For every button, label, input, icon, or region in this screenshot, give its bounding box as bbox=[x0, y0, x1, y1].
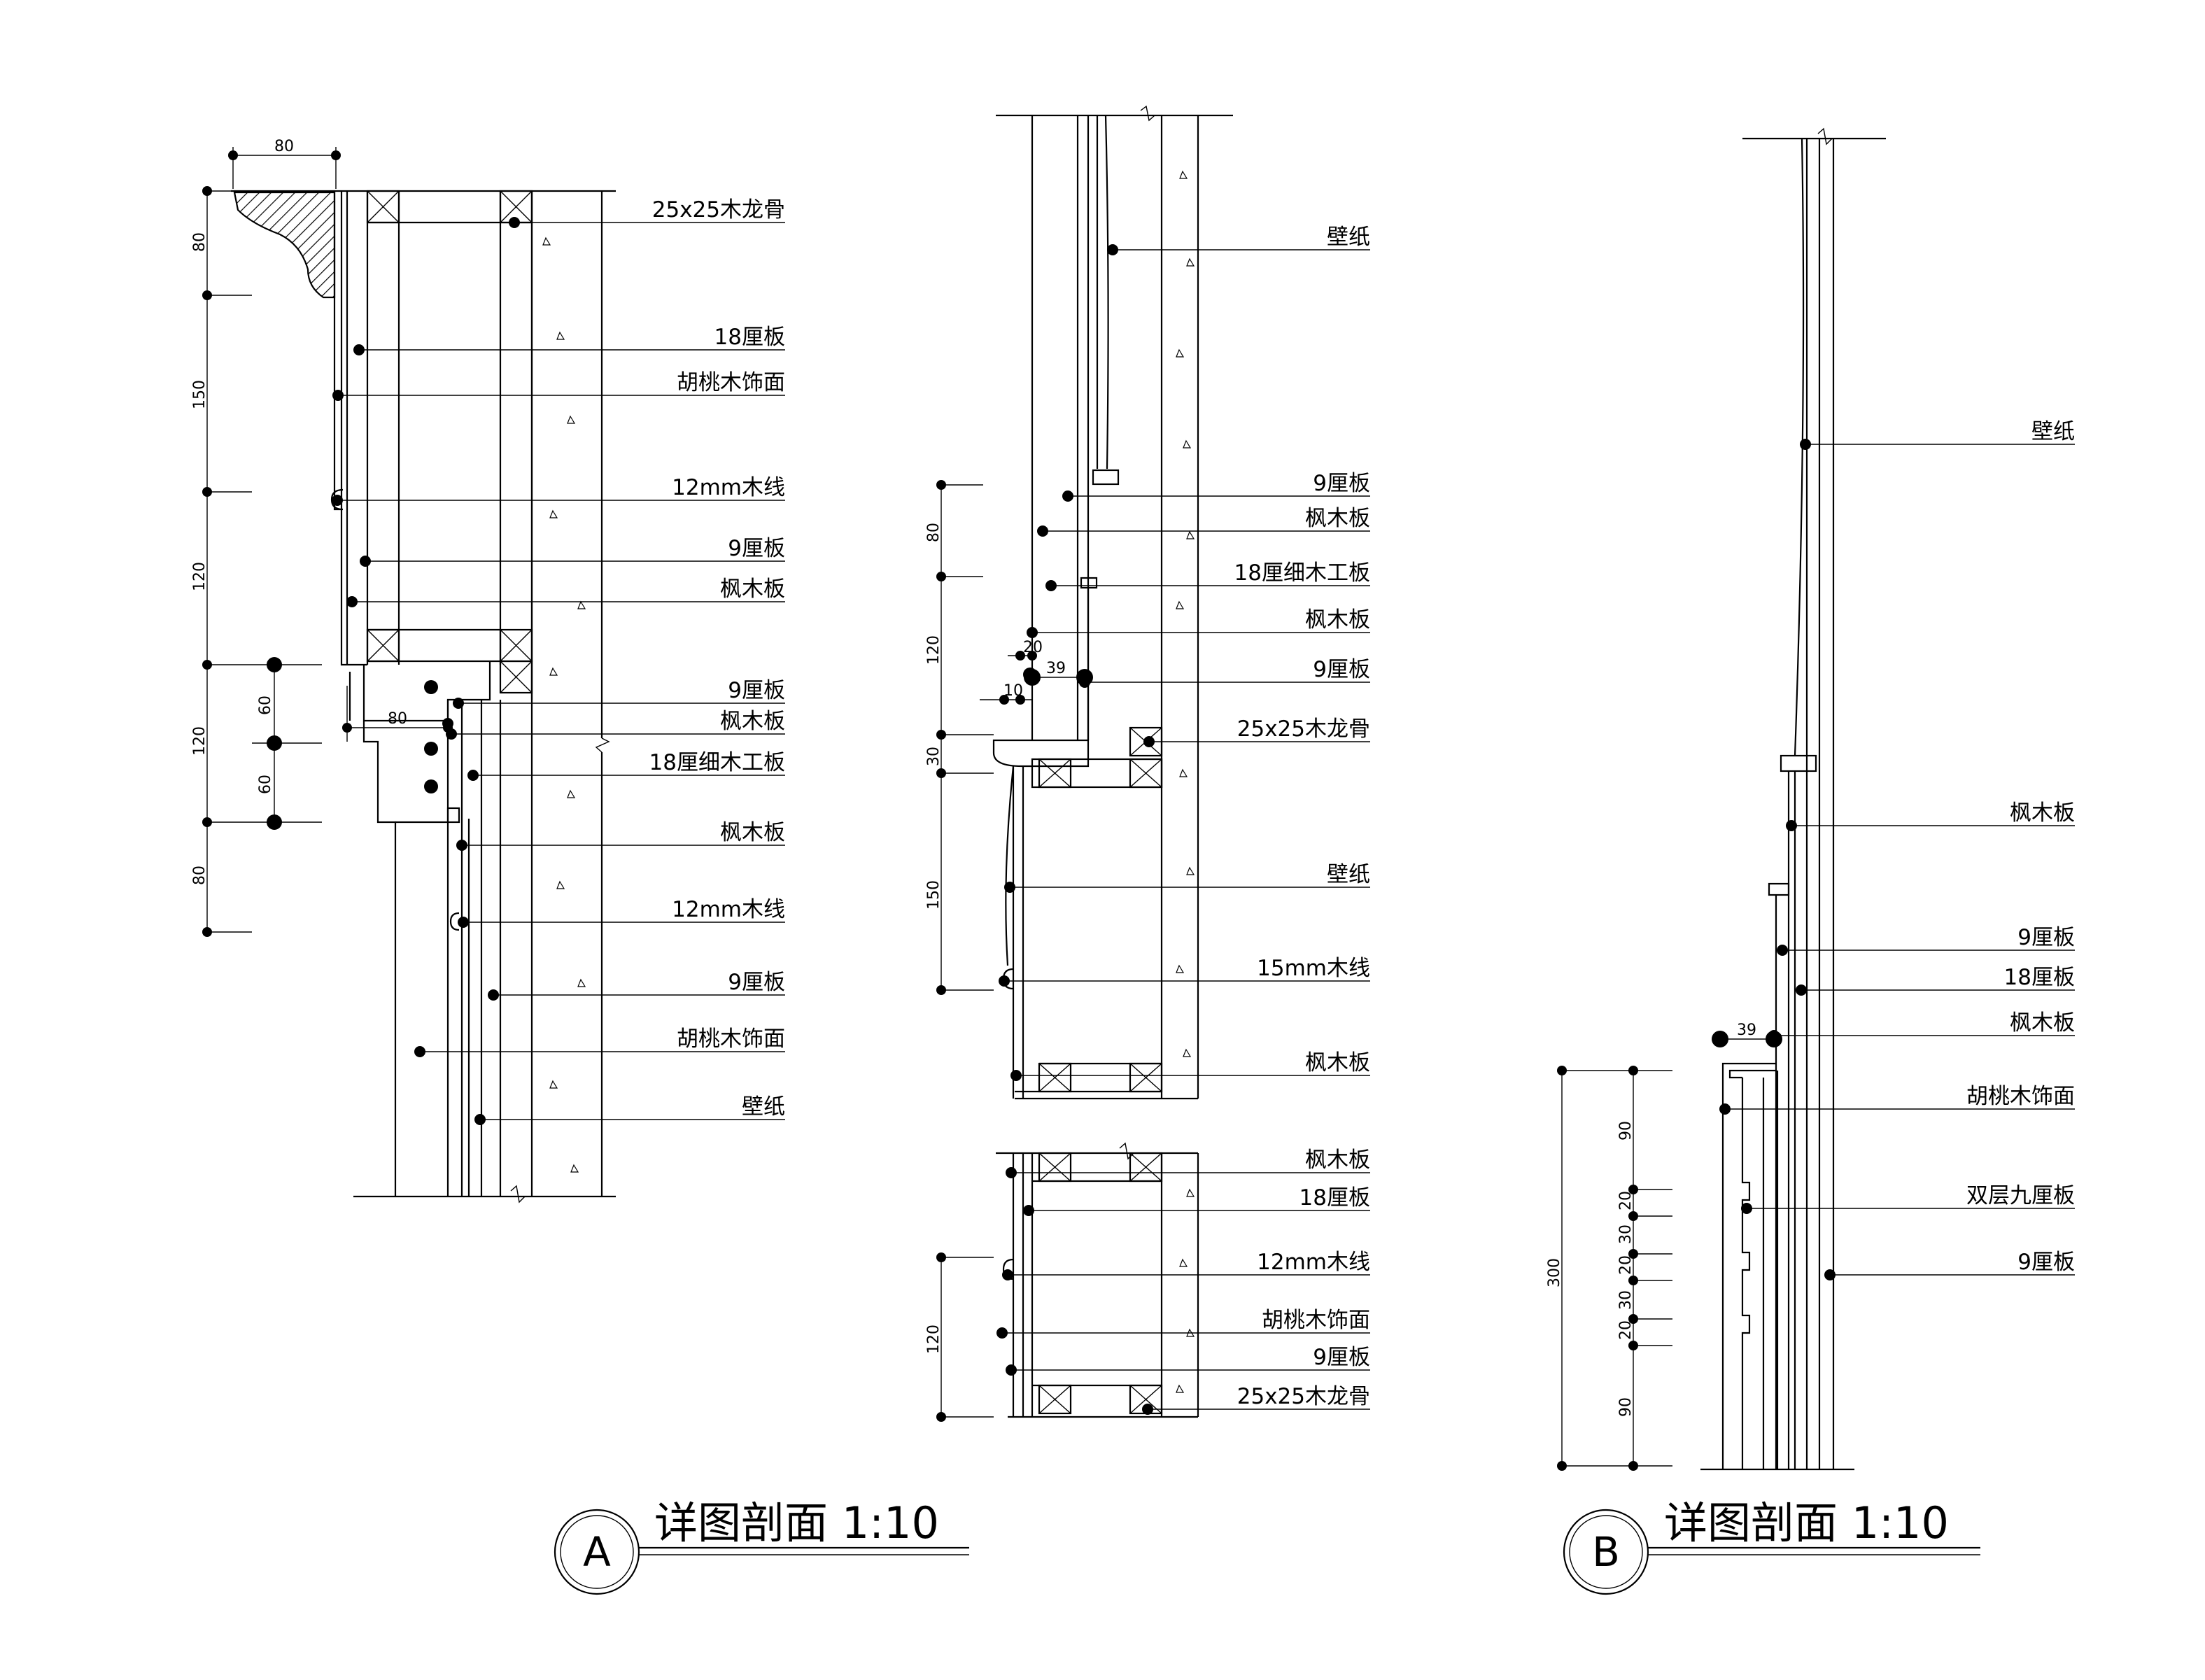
detail-b-dim-p4: 20 bbox=[1617, 1255, 1635, 1275]
mid-lower-label-5: 9厘板 bbox=[1313, 1345, 1370, 1370]
detail-b-label-6: 胡桃木饰面 bbox=[1966, 1084, 2075, 1109]
mid-dim-v1: 80 bbox=[925, 523, 943, 542]
detail-a-dim-inner1: 60 bbox=[257, 696, 274, 715]
detail-b-dim-p2: 20 bbox=[1617, 1191, 1635, 1210]
detail-b-dim-p5: 30 bbox=[1617, 1290, 1635, 1310]
detail-b-dimensions: 300 90 20 30 20 30 20 90 39 bbox=[1546, 1022, 1782, 1471]
detail-middle-lower-dimensions: 120 bbox=[925, 1252, 994, 1422]
detail-a-label-9: 18厘细木工板 bbox=[649, 750, 785, 775]
mid-label-2: 9厘板 bbox=[1313, 471, 1370, 496]
detail-a-label-7: 9厘板 bbox=[728, 678, 785, 703]
detail-b-label-2: 枫木板 bbox=[2010, 800, 2075, 826]
mid-label-9: 15mm木线 bbox=[1257, 956, 1370, 981]
detail-b-leaders: 壁纸 枫木板 9厘板 18厘板 枫木板 胡桃木饰面 双层九厘板 9厘板 bbox=[1719, 419, 2075, 1280]
mid-dim-small3: 10 bbox=[1003, 682, 1023, 700]
detail-a-dim-v4: 120 bbox=[191, 726, 209, 756]
mid-lower-label-3: 12mm木线 bbox=[1257, 1250, 1370, 1275]
mid-dim-v2: 120 bbox=[925, 635, 943, 665]
mid-lower-label-4: 胡桃木饰面 bbox=[1262, 1308, 1370, 1333]
detail-a-dimensions: 80 150 120 120 80 60 60 80 80 bbox=[191, 138, 453, 937]
detail-a-label-2: 18厘板 bbox=[714, 325, 785, 350]
detail-b-label-3: 9厘板 bbox=[2017, 925, 2075, 950]
detail-a-dim-v3: 120 bbox=[191, 562, 209, 591]
mid-label-4: 18厘细木工板 bbox=[1234, 560, 1370, 586]
detail-b-label-4: 18厘板 bbox=[2004, 965, 2075, 990]
detail-b-label-5: 枫木板 bbox=[2010, 1010, 2075, 1036]
detail-a-section bbox=[231, 190, 616, 1203]
mid-lower-label-1: 枫木板 bbox=[1305, 1148, 1370, 1173]
mid-lower-dim-v1: 120 bbox=[925, 1325, 943, 1354]
detail-b-dim-ticks bbox=[1633, 1189, 1672, 1346]
mid-label-3: 枫木板 bbox=[1305, 506, 1370, 531]
detail-a-label-13: 胡桃木饰面 bbox=[677, 1026, 785, 1052]
mid-label-10: 枫木板 bbox=[1305, 1050, 1370, 1075]
detail-a-label-1: 25x25木龙骨 bbox=[652, 197, 785, 223]
detail-b-section bbox=[1700, 127, 1886, 1471]
mid-lower-label-6: 25x25木龙骨 bbox=[1237, 1384, 1370, 1409]
detail-a-label-6: 枫木板 bbox=[720, 577, 785, 602]
detail-b-title-block: B 详图剖面 1:10 bbox=[1563, 1497, 1980, 1595]
mid-label-1: 壁纸 bbox=[1327, 225, 1370, 250]
detail-a-dim-inner2: 60 bbox=[257, 775, 274, 794]
detail-middle-lower-leaders: 枫木板 18厘板 12mm木线 胡桃木饰面 9厘板 25x25木龙骨 bbox=[996, 1148, 1370, 1415]
mid-label-7: 25x25木龙骨 bbox=[1237, 717, 1370, 742]
mid-dim-v3: 30 bbox=[925, 747, 943, 766]
detail-a-title-block: A 详图剖面 1:10 bbox=[554, 1497, 969, 1595]
detail-middle-upper-section bbox=[992, 105, 1233, 1100]
detail-a-label-10: 枫木板 bbox=[720, 820, 785, 845]
detail-a-leaders: 25x25木龙骨 18厘板 胡桃木饰面 12mm木线 9厘板 枫木板 9厘板 枫… bbox=[332, 197, 785, 1125]
detail-b-dim-total: 300 bbox=[1546, 1258, 1563, 1287]
detail-a-label-11: 12mm木线 bbox=[672, 897, 785, 922]
mid-lower-label-2: 18厘板 bbox=[1299, 1185, 1370, 1210]
mid-label-5: 枫木板 bbox=[1305, 607, 1370, 633]
mid-dim-v4: 150 bbox=[925, 880, 943, 910]
mid-dim-small2: 20 bbox=[1023, 639, 1043, 656]
mid-label-6: 9厘板 bbox=[1313, 657, 1370, 682]
detail-middle-upper-dimensions: 80 120 30 150 39 20 10 bbox=[925, 480, 1093, 995]
detail-a-label-8: 枫木板 bbox=[720, 709, 785, 734]
mid-label-8: 壁纸 bbox=[1327, 862, 1370, 887]
detail-b-label-8: 9厘板 bbox=[2017, 1250, 2075, 1275]
detail-a-label-3: 胡桃木饰面 bbox=[677, 370, 785, 395]
detail-a-tag: A bbox=[583, 1528, 611, 1576]
detail-a-dim-v1: 80 bbox=[191, 232, 209, 252]
detail-b-dim-p3: 30 bbox=[1617, 1224, 1635, 1244]
detail-b-dim-p7: 90 bbox=[1617, 1397, 1635, 1417]
detail-b-tag: B bbox=[1592, 1528, 1620, 1576]
detail-a-label-4: 12mm木线 bbox=[672, 475, 785, 500]
detail-b-dim-p1: 90 bbox=[1617, 1121, 1635, 1141]
detail-b-dim-p6: 20 bbox=[1617, 1320, 1635, 1340]
detail-a-dim-v5: 80 bbox=[191, 866, 209, 885]
detail-a-crown-moulding bbox=[233, 191, 336, 299]
detail-b-label-1: 壁纸 bbox=[2031, 419, 2075, 444]
detail-a-label-12: 9厘板 bbox=[728, 970, 785, 995]
detail-a-label-5: 9厘板 bbox=[728, 536, 785, 561]
detail-a-title: 详图剖面 1:10 bbox=[654, 1497, 939, 1548]
detail-a-dim-ticks bbox=[207, 190, 252, 933]
detail-a-label-14: 壁纸 bbox=[742, 1094, 785, 1120]
detail-middle-upper-leaders: 壁纸 9厘板 枫木板 18厘细木工板 枫木板 9厘板 25x25木龙骨 壁纸 1… bbox=[999, 225, 1370, 1081]
detail-a-concrete-wall bbox=[530, 191, 610, 1197]
detail-a-dim-h2: 80 bbox=[388, 710, 407, 728]
detail-middle-lower-section bbox=[996, 1142, 1199, 1418]
detail-a-dim-h1: 80 bbox=[274, 138, 294, 155]
mid-dim-small1: 39 bbox=[1046, 660, 1066, 677]
detail-b-label-7: 双层九厘板 bbox=[1966, 1183, 2075, 1208]
detail-a-dim-v2: 150 bbox=[191, 380, 209, 409]
detail-b-dim-small: 39 bbox=[1737, 1022, 1756, 1039]
detail-b-title: 详图剖面 1:10 bbox=[1664, 1497, 1949, 1548]
